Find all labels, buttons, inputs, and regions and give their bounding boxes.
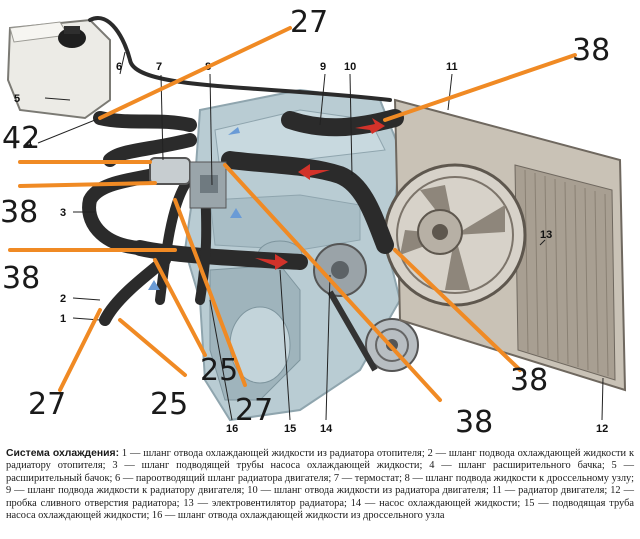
hose-from-radiator-10 <box>221 151 394 254</box>
hose-heater-1 <box>103 133 197 167</box>
hose-throttle-8 <box>155 180 190 305</box>
handwritten-label: 27 <box>235 393 273 428</box>
expansion-tank <box>6 18 111 120</box>
part-number: 3 <box>60 207 66 219</box>
part-number: 4 <box>26 138 33 150</box>
figure-caption: Система охлаждения: 1 — шланг отвода охл… <box>6 448 634 536</box>
part-number: 12 <box>596 423 608 435</box>
part-number: 14 <box>320 423 333 435</box>
part-number: 5 <box>14 93 20 105</box>
part-number: 1 <box>60 313 66 325</box>
part-number: 10 <box>344 61 356 73</box>
part-number: 6 <box>116 61 122 73</box>
handwritten-label: 38 <box>572 33 610 68</box>
part-number: 11 <box>446 61 458 73</box>
hose-heater-2 <box>82 163 182 255</box>
hose-steam-6 <box>88 16 392 102</box>
part-number: 2 <box>60 293 66 305</box>
handwritten-label: 42 <box>2 121 40 156</box>
handwritten-label: 27 <box>28 387 66 422</box>
handwritten-label: 38 <box>0 195 38 230</box>
part-number: 9 <box>320 61 326 73</box>
part-number: 13 <box>540 229 552 241</box>
part-number: 16 <box>226 423 238 435</box>
handwritten-label: 38 <box>510 363 548 398</box>
caption-title: Система охлаждения: <box>6 448 120 459</box>
hose-to-radiator-9 <box>281 109 404 137</box>
handwritten-labels: 27 38 42 38 38 38 38 27 25 25 27 <box>0 5 610 440</box>
cooling-system-diagram: 1 2 3 4 5 6 7 8 9 10 11 12 13 14 15 16 2… <box>0 5 627 440</box>
part-number: 7 <box>156 61 162 73</box>
handwritten-label: 38 <box>2 261 40 296</box>
flow-arrows <box>148 118 385 290</box>
thermostat <box>149 157 227 209</box>
radiator-fan <box>383 163 527 307</box>
caption-text: 1 — шланг отвода охлаждающей жидкости из… <box>6 448 634 522</box>
annotation-lines <box>8 26 577 402</box>
handwritten-label: 25 <box>200 353 238 388</box>
hose-tank-4 <box>93 111 197 132</box>
handwritten-label: 27 <box>290 5 328 40</box>
handwritten-label: 38 <box>455 405 493 440</box>
handwritten-label: 25 <box>150 387 188 422</box>
part-number: 15 <box>284 423 296 435</box>
part-leader-lines <box>37 51 604 421</box>
